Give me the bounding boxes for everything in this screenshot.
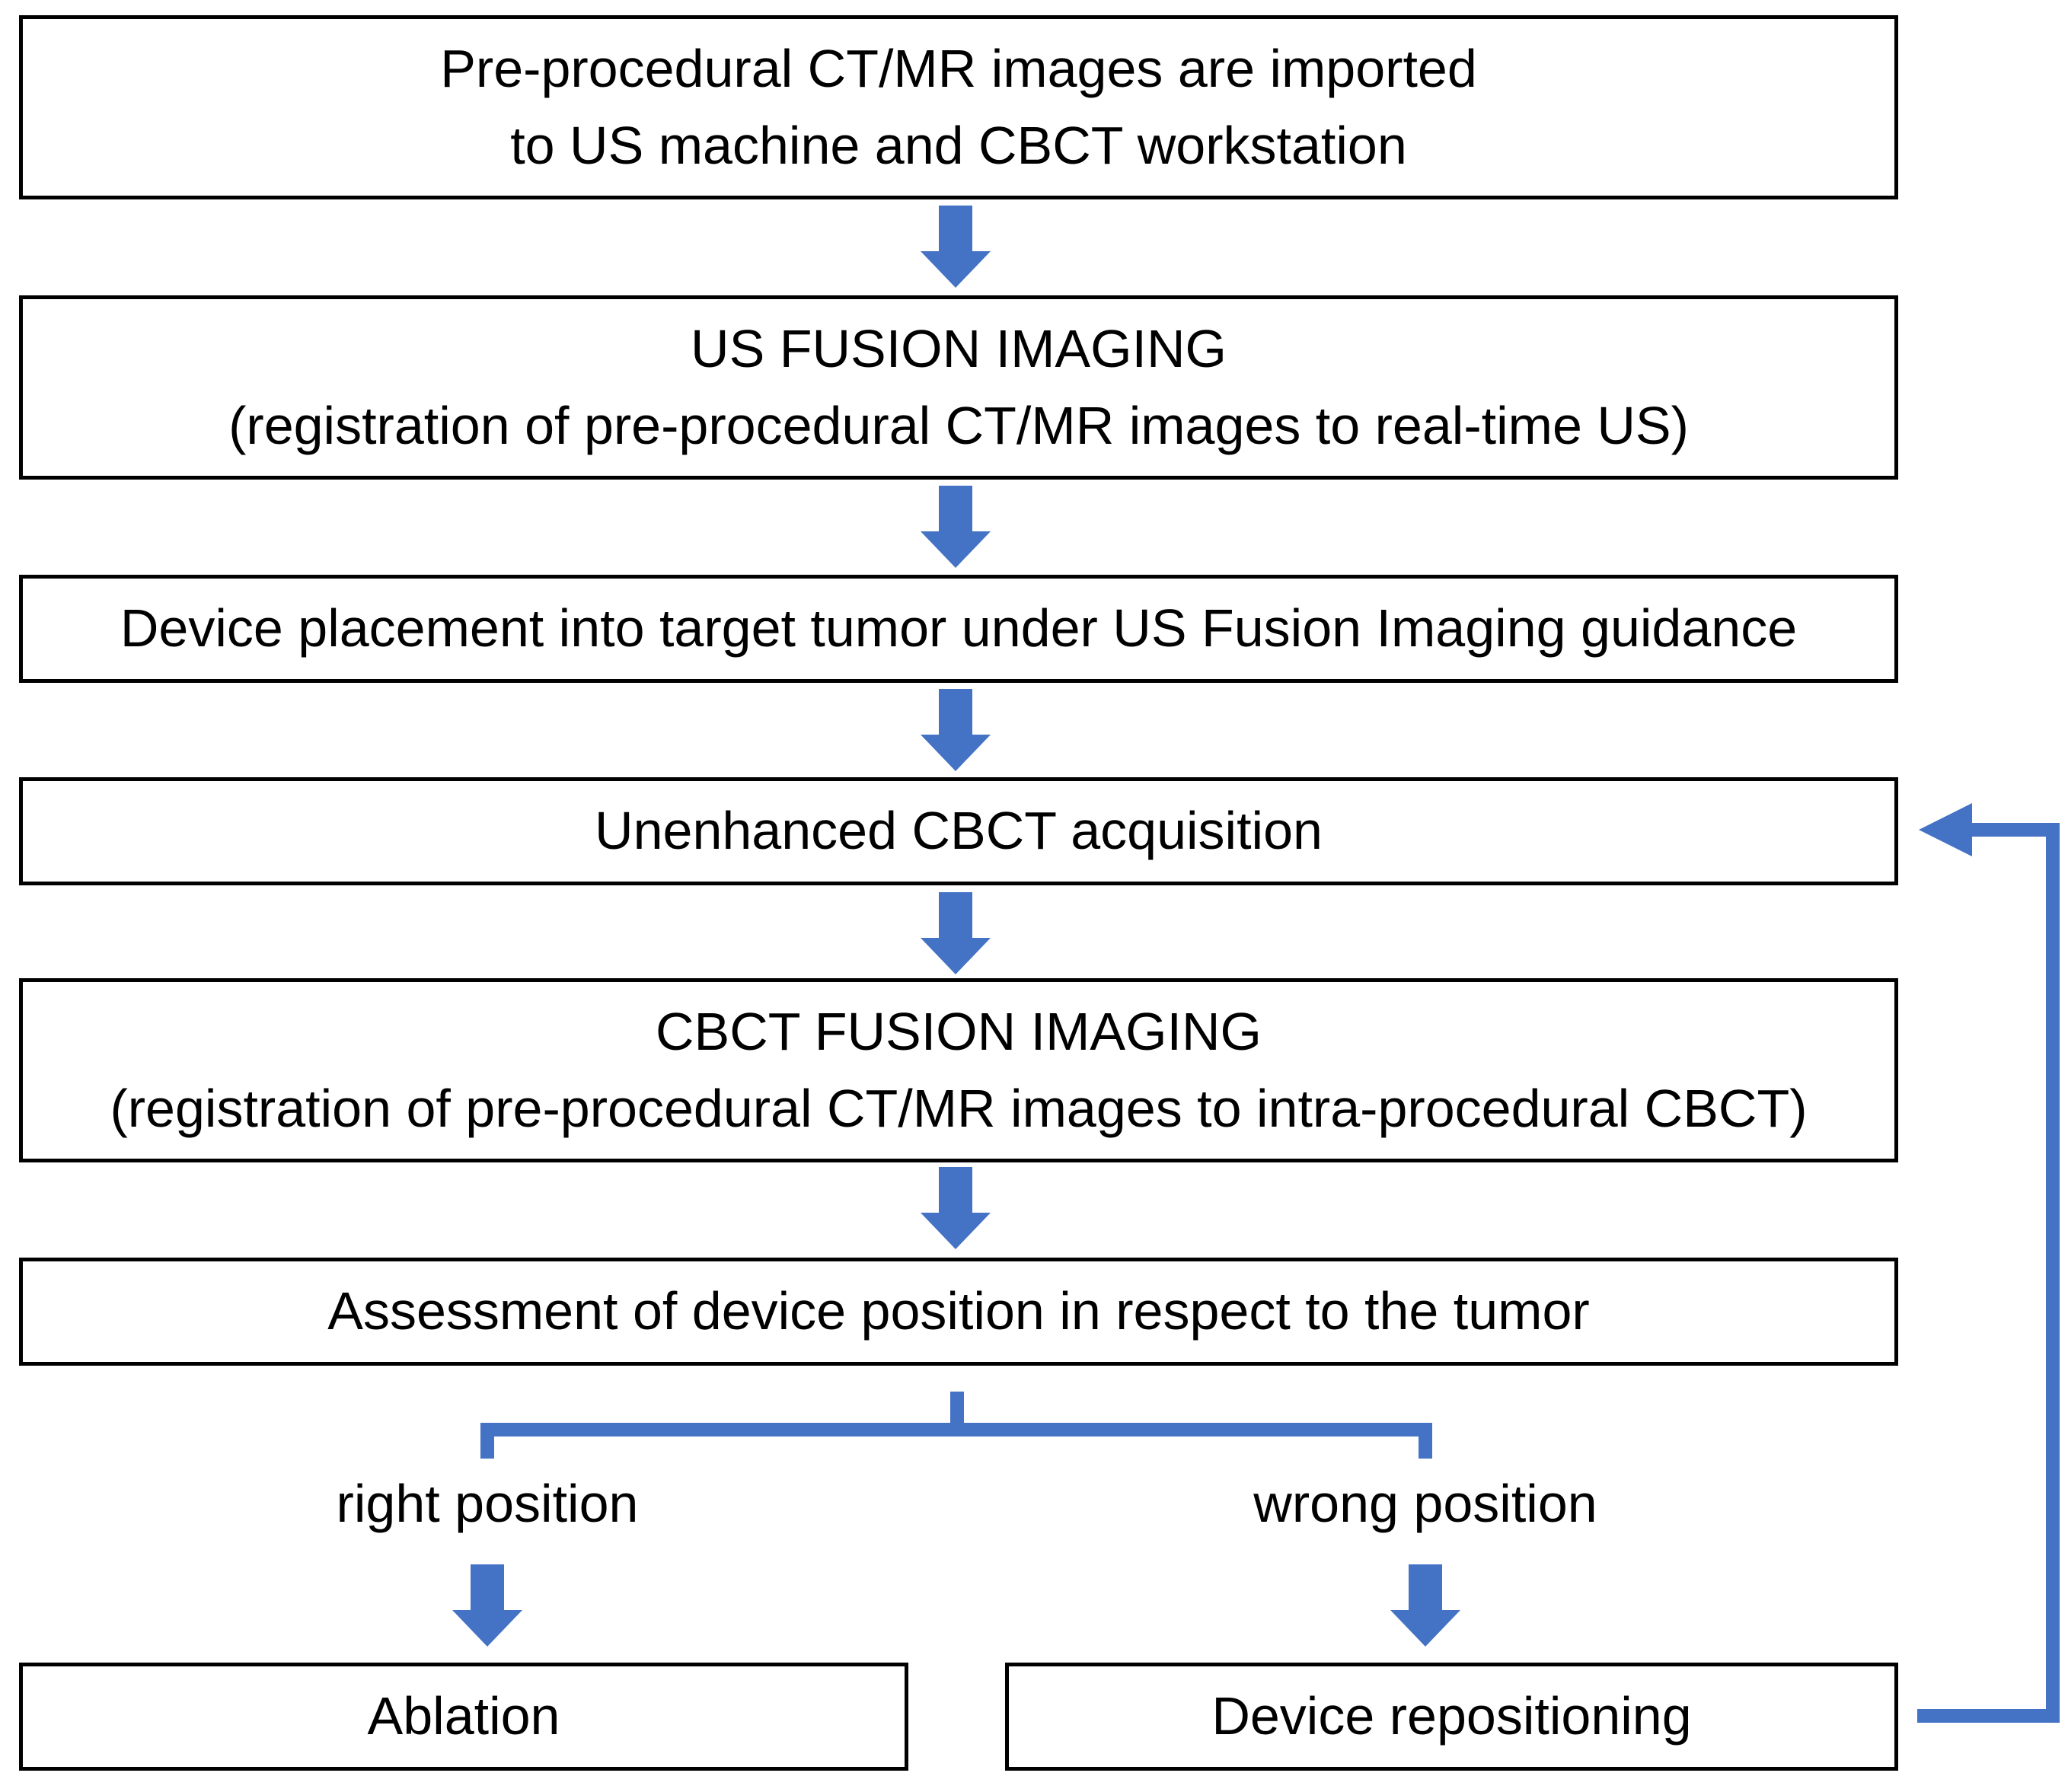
step-placement-line-1: Device placement into target tumor under… <box>120 598 1798 658</box>
branch-wrong-label: wrong position <box>1253 1474 1597 1533</box>
step-import-line-1: Pre-procedural CT/MR images are imported <box>440 38 1477 98</box>
loop-back-arrowhead <box>1919 803 1972 856</box>
step-ablation-line-1: Ablation <box>367 1686 560 1746</box>
step-placement-box: Device placement into target tumor under… <box>19 575 1898 683</box>
step-us-fusion-line-2: (registration of pre-procedural CT/MR im… <box>228 396 1689 455</box>
arrow-right-to-ablation <box>452 1564 522 1647</box>
step-assessment-box: Assessment of device position in respect… <box>19 1258 1898 1366</box>
arrow-wrong-to-repositioning <box>1390 1564 1460 1647</box>
step-us-fusion-line-1: US FUSION IMAGING <box>691 318 1227 378</box>
step-ablation-box: Ablation <box>19 1663 908 1771</box>
step-import-box: Pre-procedural CT/MR images are imported… <box>19 15 1898 199</box>
step-cbct-line-1: Unenhanced CBCT acquisition <box>595 801 1323 861</box>
step-cbct-fusion-line-1: CBCT FUSION IMAGING <box>656 1001 1262 1061</box>
arrow-import-to-us-fusion <box>921 206 991 288</box>
arrow-cbct-to-cbct-fusion <box>921 892 991 974</box>
step-assessment-line-1: Assessment of device position in respect… <box>327 1281 1590 1341</box>
step-us-fusion-box: US FUSION IMAGING (registration of pre-p… <box>19 295 1898 480</box>
arrow-cbct-fusion-to-assessment <box>921 1167 991 1249</box>
step-repositioning-line-1: Device repositioning <box>1211 1686 1692 1746</box>
branch-right-label: right position <box>336 1474 639 1533</box>
step-cbct-fusion-box: CBCT FUSION IMAGING (registration of pre… <box>19 978 1898 1162</box>
step-cbct-box: Unenhanced CBCT acquisition <box>19 777 1898 885</box>
branch-bracket <box>480 1392 1432 1459</box>
arrow-us-fusion-to-placement <box>921 486 991 568</box>
loop-back-line <box>1917 823 2060 1723</box>
arrow-placement-to-cbct <box>921 689 991 771</box>
step-repositioning-box: Device repositioning <box>1005 1663 1898 1771</box>
step-import-line-2: to US machine and CBCT workstation <box>510 116 1407 175</box>
step-cbct-fusion-line-2: (registration of pre-procedural CT/MR im… <box>110 1079 1808 1138</box>
